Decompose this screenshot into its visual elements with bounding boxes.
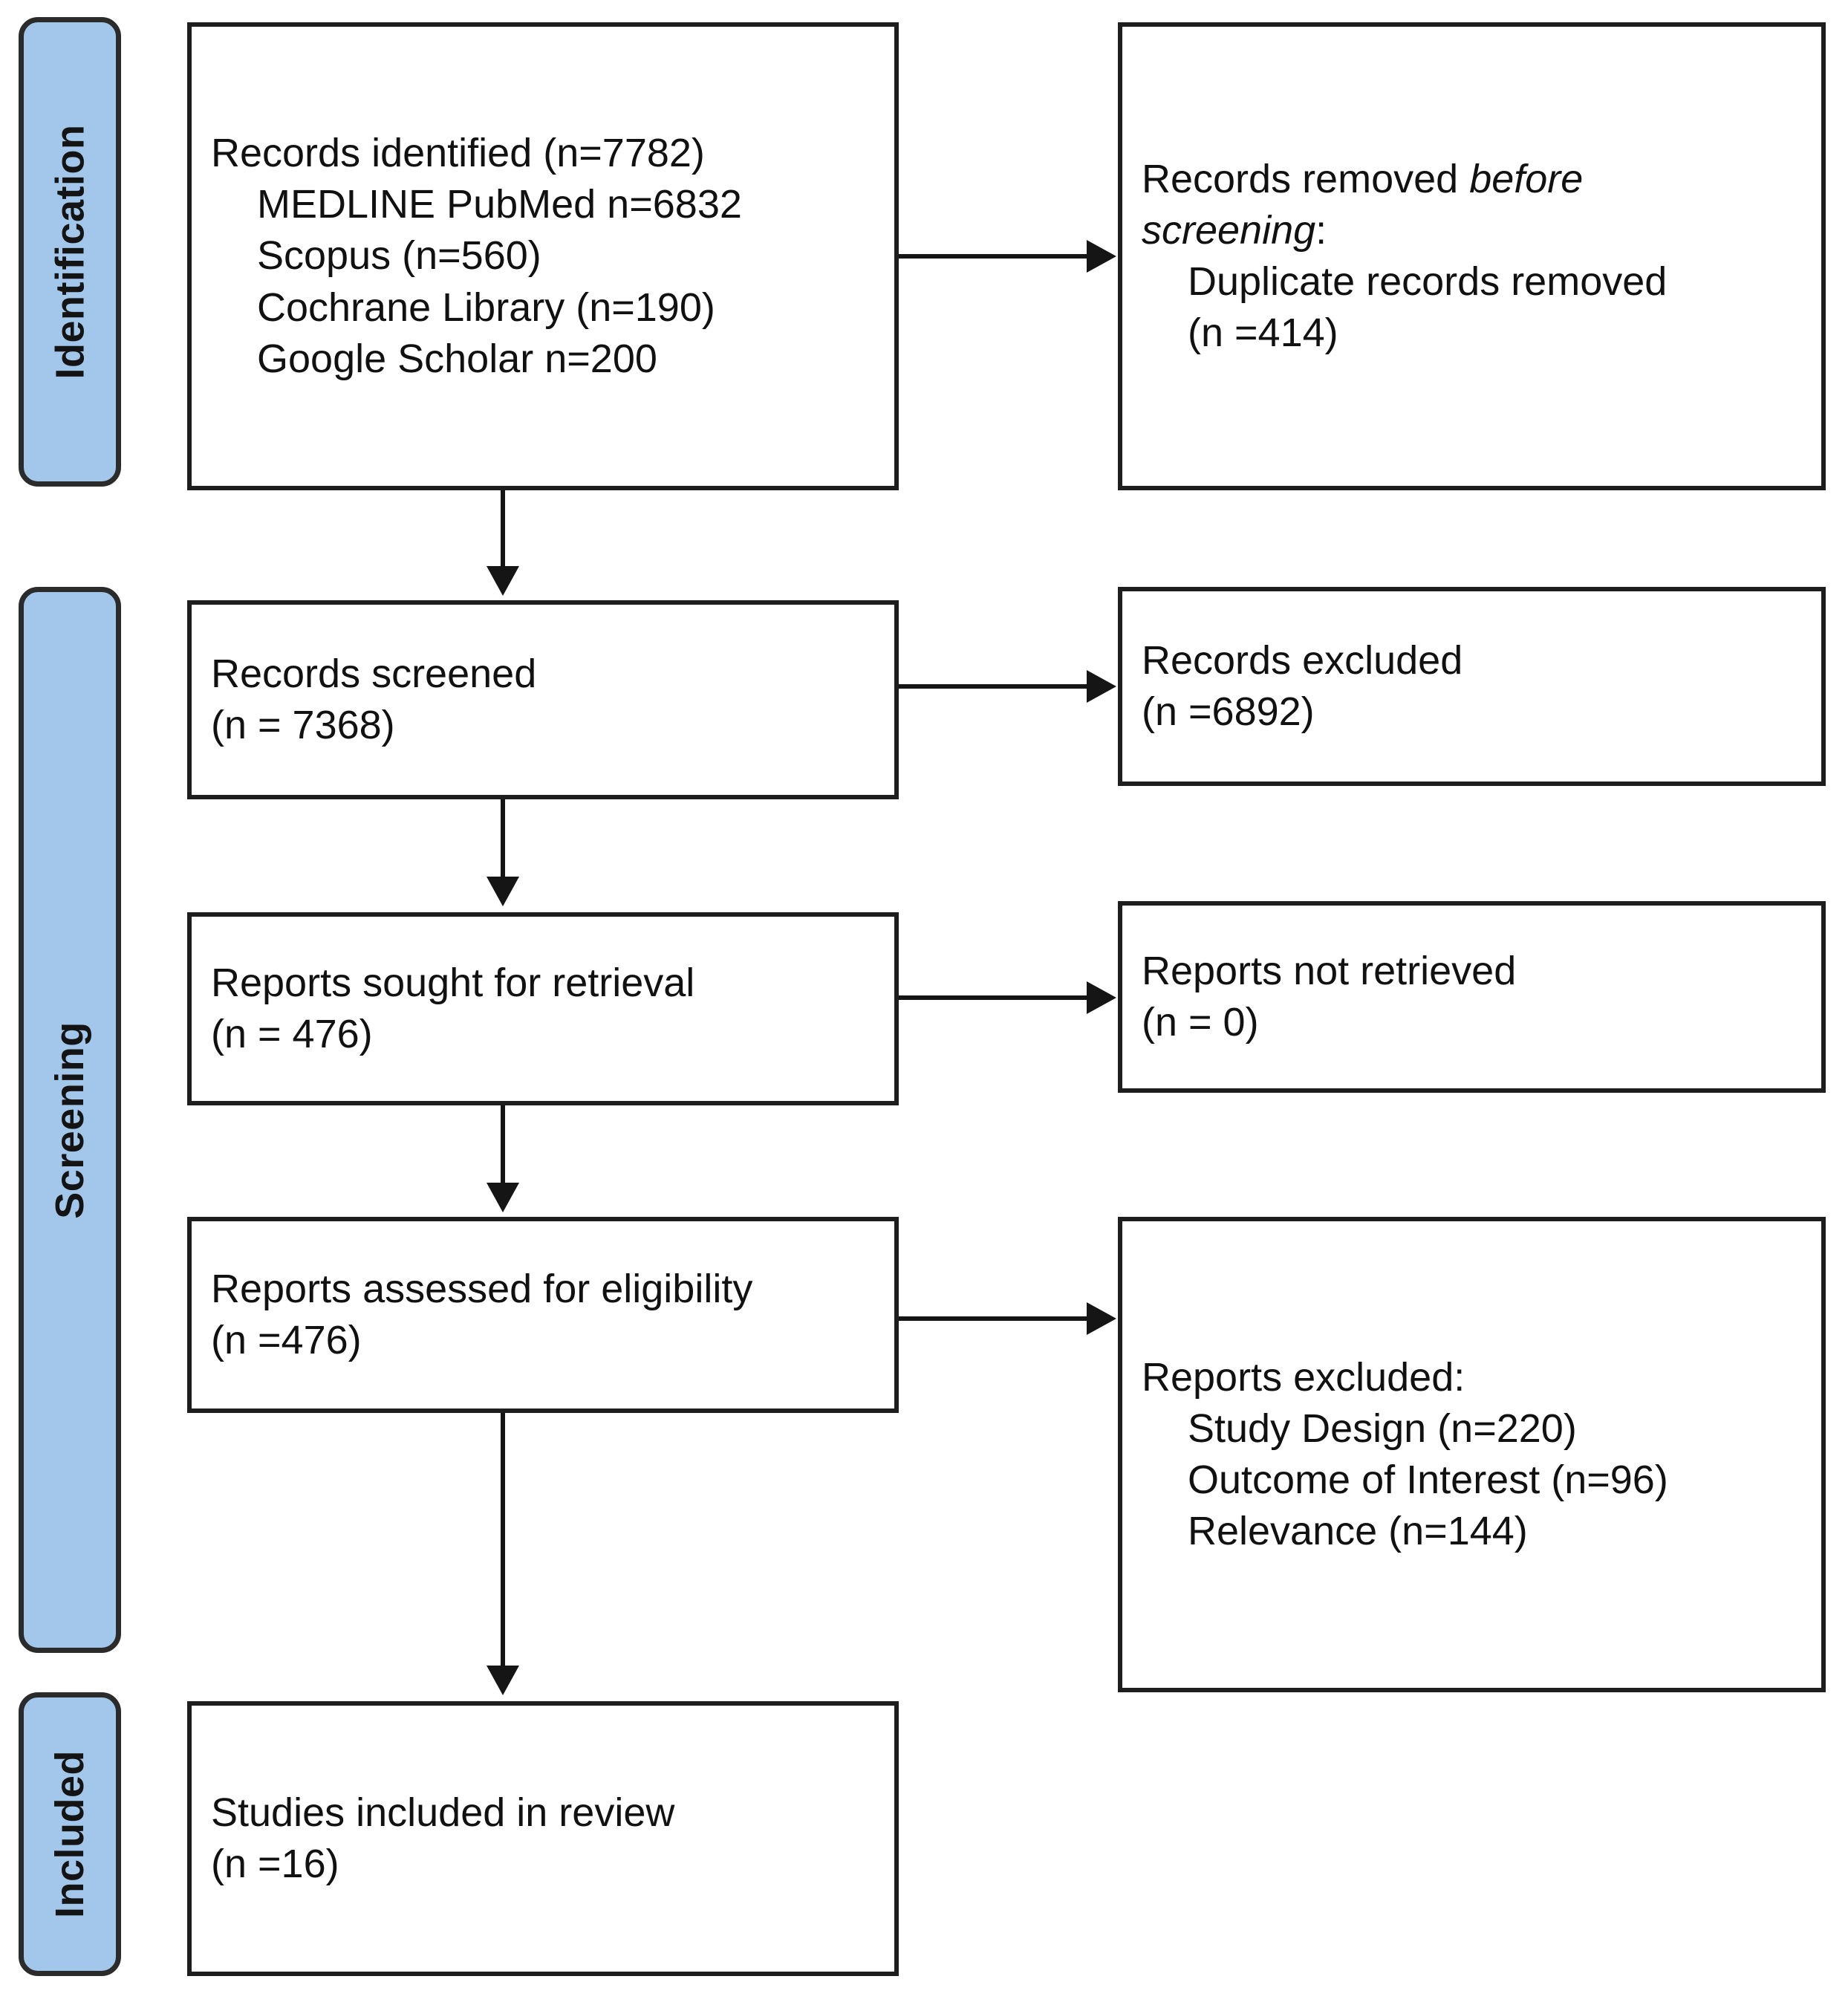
arrowhead-screened-to-excluded xyxy=(1087,670,1116,703)
box-reports-assessed-text: Reports assessed for eligibility (n =476… xyxy=(192,1264,894,1366)
box-records-screened-text: Records screened (n = 7368) xyxy=(192,649,894,751)
records-removed-line-2-italic: screening xyxy=(1142,207,1316,253)
connector-screened-to-excluded xyxy=(899,684,1088,689)
stage-label-screening: Screening xyxy=(48,1021,92,1219)
box-records-removed-before-screening: Records removed before screening: Duplic… xyxy=(1118,22,1826,490)
connector-identified-to-screened xyxy=(501,490,505,572)
connector-sought-to-not-retrieved xyxy=(899,995,1088,1000)
records-identified-line-2: MEDLINE PubMed n=6832 xyxy=(257,182,742,227)
box-records-identified: Records identified (n=7782) MEDLINE PubM… xyxy=(187,22,899,490)
records-removed-line-4: (n =414) xyxy=(1188,311,1338,356)
reports-excluded-line-4: Relevance (n=144) xyxy=(1188,1509,1528,1554)
reports-excluded-line-2: Study Design (n=220) xyxy=(1188,1406,1577,1451)
reports-sought-line-2: (n = 476) xyxy=(211,1012,373,1056)
box-studies-included-in-review: Studies included in review (n =16) xyxy=(187,1701,899,1976)
connector-assessed-to-included xyxy=(501,1413,505,1671)
reports-assessed-line-1: Reports assessed for eligibility xyxy=(211,1266,753,1311)
arrowhead-sought-to-not-retrieved xyxy=(1087,981,1116,1014)
records-screened-line-1: Records screened xyxy=(211,651,537,696)
box-reports-assessed-for-eligibility: Reports assessed for eligibility (n =476… xyxy=(187,1217,899,1413)
stage-bar-identification: Identification xyxy=(19,17,121,487)
records-excluded-line-1: Records excluded xyxy=(1142,637,1463,683)
reports-excluded-line-1: Reports excluded: xyxy=(1142,1354,1465,1400)
records-removed-line-3: Duplicate records removed xyxy=(1188,259,1668,304)
records-removed-line-2: screening: xyxy=(1142,205,1802,256)
stage-label-identification: Identification xyxy=(48,124,92,380)
records-removed-line-2-colon: : xyxy=(1315,207,1327,253)
records-removed-line-1: Records removed before xyxy=(1142,154,1802,205)
records-identified-line-5: Google Scholar n=200 xyxy=(257,336,657,381)
reports-not-retrieved-line-1: Reports not retrieved xyxy=(1142,948,1517,993)
arrowhead-identified-to-screened xyxy=(487,566,519,596)
arrowhead-assessed-to-reports-excluded xyxy=(1087,1302,1116,1335)
box-reports-sought-for-retrieval: Reports sought for retrieval (n = 476) xyxy=(187,912,899,1105)
reports-assessed-line-2: (n =476) xyxy=(211,1318,362,1362)
records-identified-line-3: Scopus (n=560) xyxy=(257,233,541,279)
reports-sought-line-1: Reports sought for retrieval xyxy=(211,960,695,1005)
connector-sought-to-assessed xyxy=(501,1105,505,1189)
records-identified-line-1: Records identified (n=7782) xyxy=(211,131,705,176)
records-screened-line-2: (n = 7368) xyxy=(211,703,395,747)
connector-assessed-to-reports-excluded xyxy=(899,1316,1088,1321)
records-excluded-line-2: (n =6892) xyxy=(1142,689,1315,734)
arrowhead-screened-to-sought xyxy=(487,877,519,906)
reports-excluded-line-3: Outcome of Interest (n=96) xyxy=(1188,1458,1668,1502)
studies-included-line-2: (n =16) xyxy=(211,1842,339,1886)
box-reports-not-retrieved: Reports not retrieved (n = 0) xyxy=(1118,901,1826,1093)
arrowhead-sought-to-assessed xyxy=(487,1183,519,1212)
box-reports-excluded-text: Reports excluded: Study Design (n=220) O… xyxy=(1122,1352,1821,1557)
connector-identified-to-removed xyxy=(899,254,1088,259)
stage-label-included: Included xyxy=(48,1749,93,1919)
box-studies-included-text: Studies included in review (n =16) xyxy=(192,1787,894,1890)
box-records-removed-text: Records removed before screening: Duplic… xyxy=(1122,154,1821,359)
reports-not-retrieved-line-2: (n = 0) xyxy=(1142,1000,1259,1044)
arrowhead-identified-to-removed xyxy=(1087,240,1116,273)
records-identified-line-4: Cochrane Library (n=190) xyxy=(257,285,715,330)
connector-screened-to-sought xyxy=(501,799,505,883)
stage-bar-included: Included xyxy=(19,1692,121,1976)
box-reports-sought-text: Reports sought for retrieval (n = 476) xyxy=(192,958,894,1060)
arrowhead-assessed-to-included xyxy=(487,1666,519,1695)
stage-bar-screening: Screening xyxy=(19,587,121,1653)
records-removed-line-1-italic: before xyxy=(1469,156,1584,201)
records-removed-line-1-plain: Records removed xyxy=(1142,156,1470,201)
studies-included-line-1: Studies included in review xyxy=(211,1790,675,1835)
box-reports-not-retrieved-text: Reports not retrieved (n = 0) xyxy=(1122,946,1821,1048)
box-records-screened: Records screened (n = 7368) xyxy=(187,600,899,799)
box-records-excluded: Records excluded (n =6892) xyxy=(1118,587,1826,786)
box-reports-excluded: Reports excluded: Study Design (n=220) O… xyxy=(1118,1217,1826,1692)
box-records-excluded-text: Records excluded (n =6892) xyxy=(1122,635,1821,738)
box-records-identified-text: Records identified (n=7782) MEDLINE PubM… xyxy=(192,128,894,385)
